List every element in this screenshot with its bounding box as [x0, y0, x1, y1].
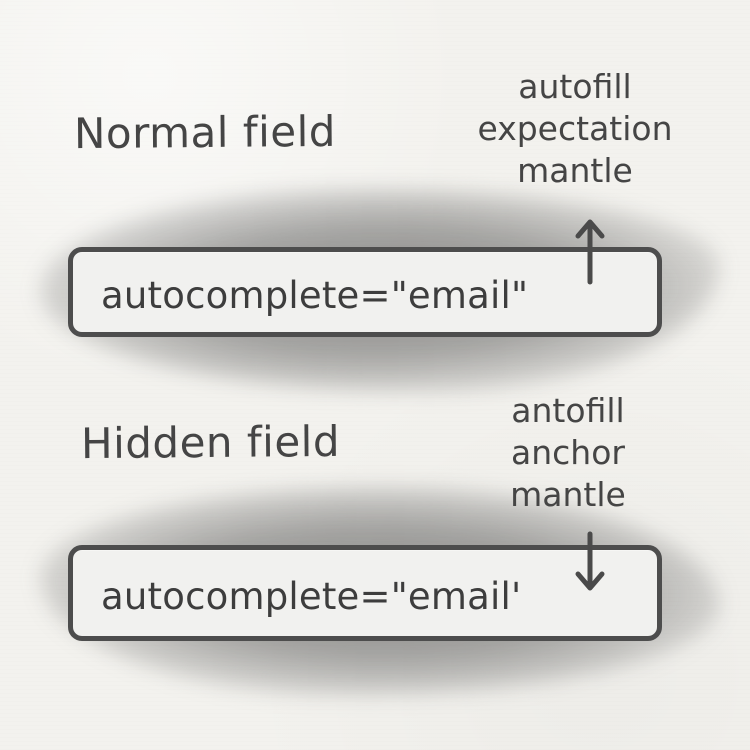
top-annotation-line-1: autofill [518, 67, 632, 106]
bottom-annotation: antofill anchor mantle [443, 390, 693, 516]
bottom-annotation-line-1: antofill [511, 391, 625, 430]
hidden-field-text: autocomplete="email' [101, 575, 522, 618]
hidden-field-label: Hidden field [80, 416, 341, 469]
normal-field-box: autocomplete="email" [68, 247, 662, 337]
hidden-field-box: autocomplete="email' [68, 545, 662, 641]
top-annotation-line-2: expectation [477, 109, 673, 148]
top-annotation: autofill expectation mantle [450, 66, 700, 192]
arrow-down-icon [575, 531, 605, 591]
bottom-annotation-line-2: anchor [511, 433, 625, 472]
normal-field-label: Normal field [73, 106, 337, 159]
normal-field-text: autocomplete="email" [101, 274, 529, 317]
top-annotation-line-3: mantle [517, 151, 633, 190]
bottom-annotation-line-3: mantle [510, 475, 626, 514]
arrow-up-icon [575, 219, 605, 285]
